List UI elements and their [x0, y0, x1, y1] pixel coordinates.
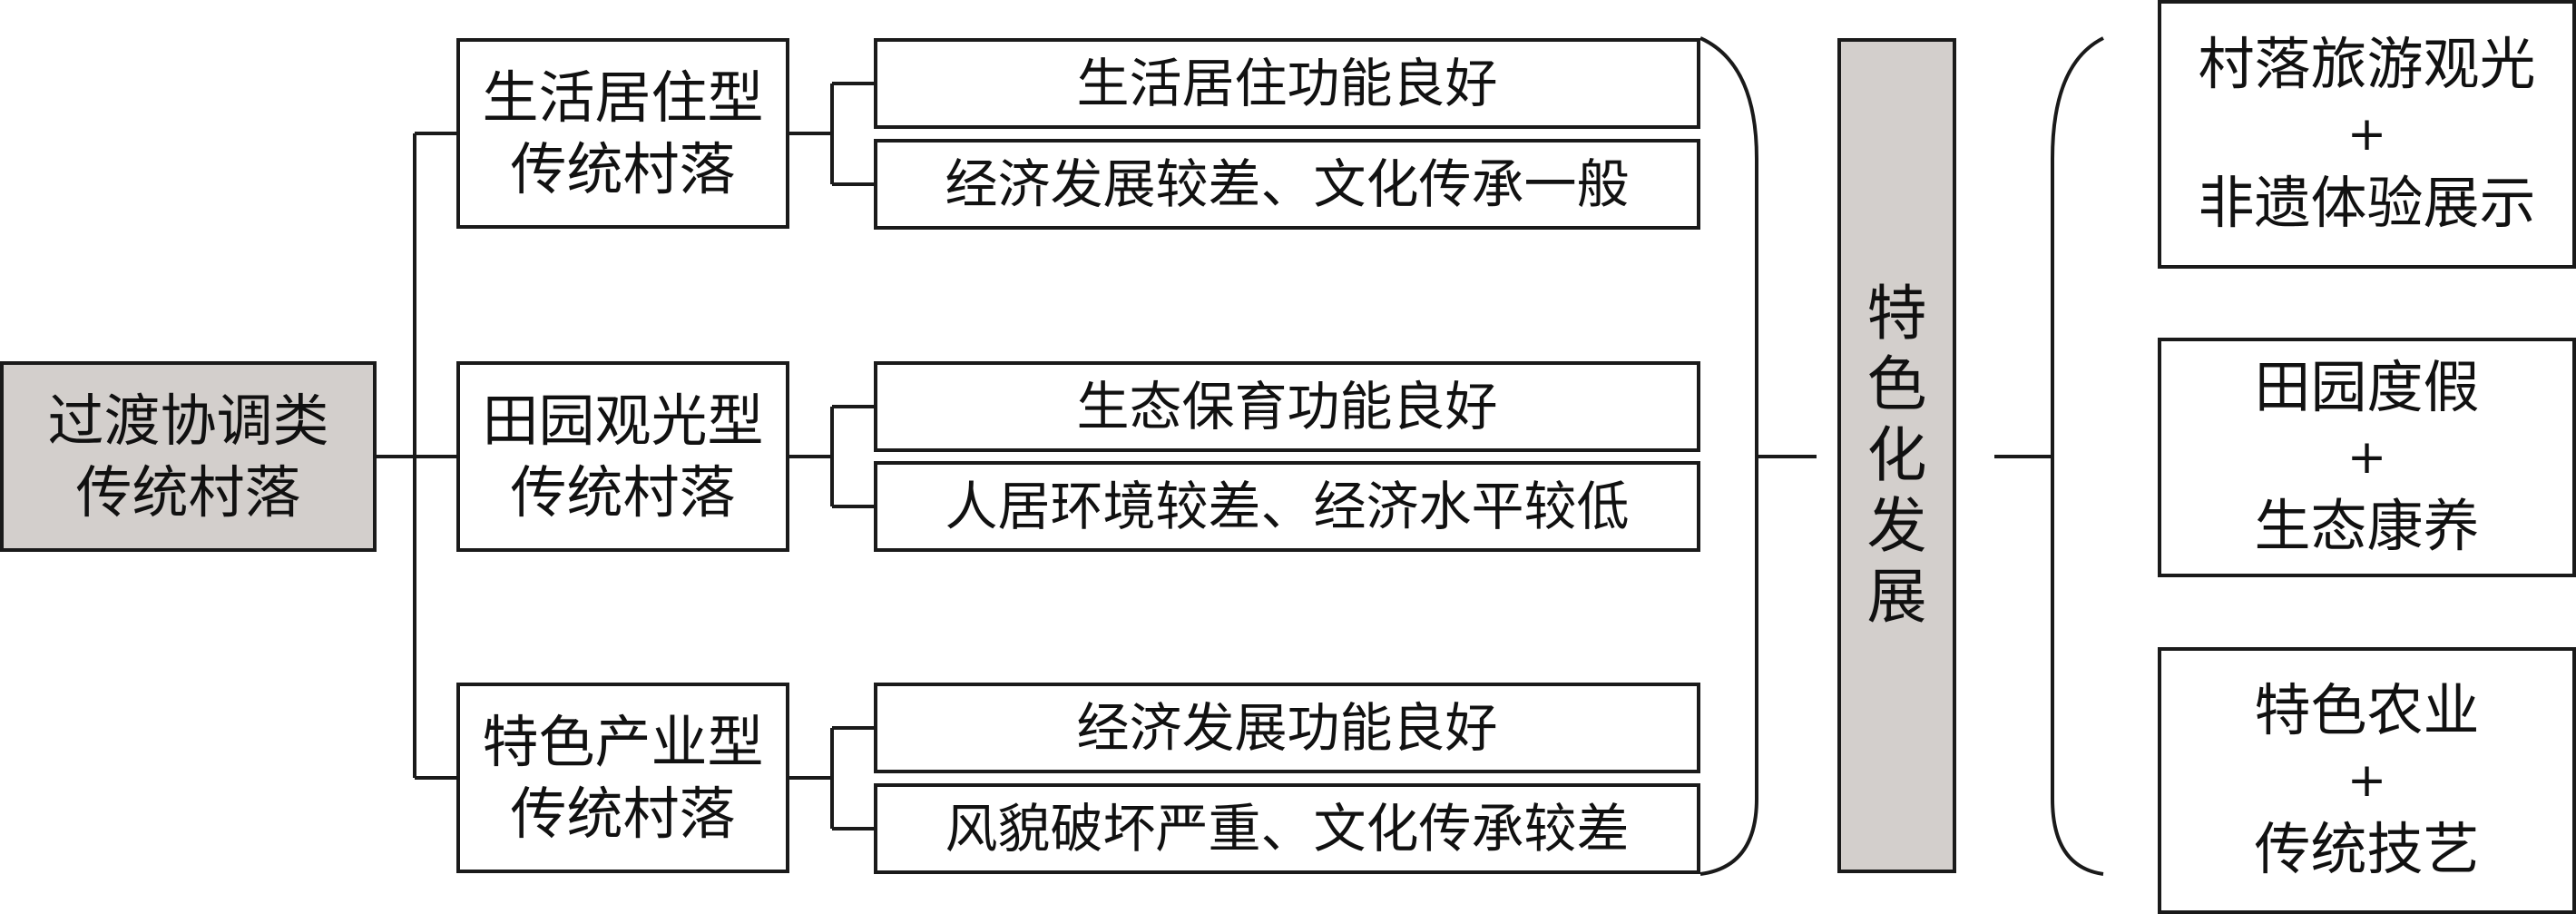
mode-3-plus: + [2346, 752, 2387, 808]
mode-3-line-1: 特色农业 [2254, 677, 2480, 743]
mode-2-line-2: 生态康养 [2254, 493, 2480, 560]
mode-1-plus: + [2346, 106, 2387, 162]
right-brace [1699, 36, 1758, 876]
feature-box-weakness: 经济发展较差、文化传承一般 [874, 139, 1700, 230]
root-line-2: 传统村落 [75, 459, 301, 526]
feature-3a-text: 经济发展功能良好 [1076, 696, 1498, 759]
root-line-1: 过渡协调类 [47, 387, 329, 454]
type-1-line-1: 生活居住型 [482, 64, 764, 131]
mode-box-tourism: 村落旅游观光 + 非遗体验展示 [2158, 0, 2576, 269]
mode-box-agriculture: 特色农业 + 传统技艺 [2158, 647, 2576, 914]
type-3-line-1: 特色产业型 [482, 708, 764, 775]
mode-1-line-2: 非遗体验展示 [2198, 170, 2536, 237]
mode-2-plus: + [2346, 429, 2387, 485]
type-box-industry: 特色产业型 传统村落 [456, 683, 789, 873]
type-box-living: 生活居住型 传统村落 [456, 38, 789, 229]
mode-2-line-1: 田园度假 [2254, 354, 2480, 420]
feature-2b-text: 人居环境较差、经济水平较低 [945, 475, 1630, 537]
type-2-line-1: 田园观光型 [482, 387, 764, 454]
feature-1b-text: 经济发展较差、文化传承一般 [945, 152, 1630, 215]
feature-box-strength: 生活居住功能良好 [874, 38, 1700, 129]
central-strategy-box: 特 色 化 发 展 [1837, 38, 1956, 873]
central-char-1: 特 [1866, 279, 1927, 349]
mode-box-resort: 田园度假 + 生态康养 [2158, 338, 2576, 577]
feature-2a-text: 生态保育功能良好 [1076, 375, 1498, 437]
root-category-box: 过渡协调类 传统村落 [0, 361, 377, 552]
central-char-3: 化 [1866, 420, 1927, 491]
central-char-4: 发 [1866, 490, 1927, 561]
type-box-pastoral: 田园观光型 传统村落 [456, 361, 789, 552]
feature-box-weakness: 风貌破坏严重、文化传承较差 [874, 783, 1700, 874]
central-char-2: 色 [1866, 349, 1927, 420]
type-2-line-2: 传统村落 [510, 459, 736, 526]
type-3-line-2: 传统村落 [510, 781, 736, 847]
left-brace [2051, 36, 2104, 876]
feature-1a-text: 生活居住功能良好 [1076, 52, 1498, 114]
mode-1-line-1: 村落旅游观光 [2198, 31, 2536, 97]
mode-3-line-2: 传统技艺 [2254, 816, 2480, 883]
central-char-5: 展 [1866, 561, 1927, 632]
type-1-line-2: 传统村落 [510, 136, 736, 202]
feature-box-strength: 经济发展功能良好 [874, 683, 1700, 773]
feature-box-weakness: 人居环境较差、经济水平较低 [874, 461, 1700, 552]
feature-box-strength: 生态保育功能良好 [874, 361, 1700, 452]
feature-3b-text: 风貌破坏严重、文化传承较差 [945, 797, 1630, 860]
